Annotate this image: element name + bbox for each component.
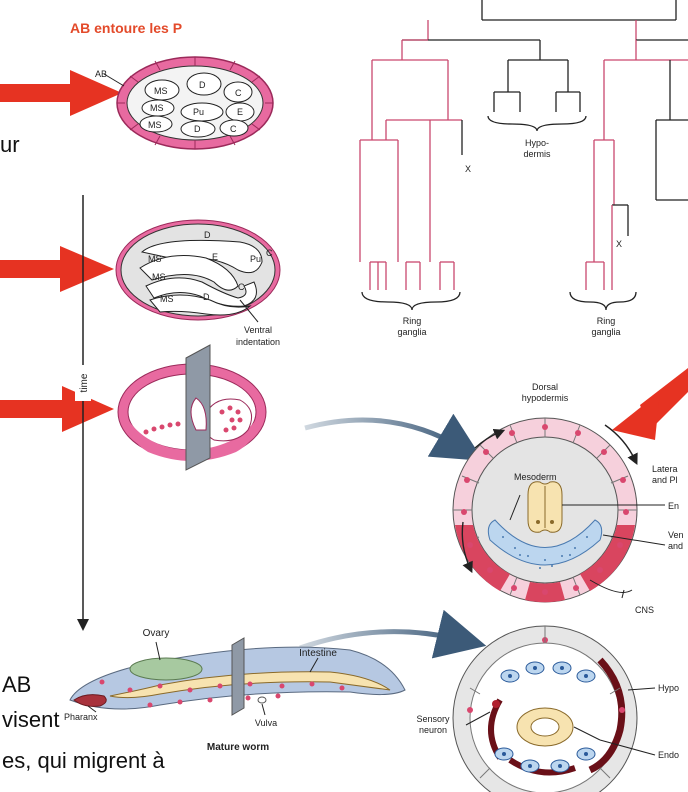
hypo-label: Hypo bbox=[658, 683, 679, 693]
lineage-tree bbox=[359, 0, 688, 311]
endo-label: Endo bbox=[658, 750, 679, 760]
embryo2-e: E bbox=[212, 252, 218, 262]
embryo-2 bbox=[115, 219, 281, 323]
embryo2-d-2: D bbox=[203, 292, 210, 302]
intestine-label: Intestine bbox=[299, 648, 337, 659]
mature-worm bbox=[69, 637, 406, 716]
embryo1-ms-2: MS bbox=[150, 103, 164, 113]
time-label: time bbox=[79, 373, 90, 392]
left-text-1: ur bbox=[0, 132, 20, 157]
embryo1-pu: Pu bbox=[193, 107, 204, 117]
red-arrow-4 bbox=[612, 368, 688, 440]
vulva-label: Vulva bbox=[255, 718, 277, 728]
left-text-4: es, qui migrent à bbox=[2, 748, 165, 773]
embryo2-pu: Pu bbox=[250, 254, 261, 264]
ventral-indentation-line2: indentation bbox=[236, 337, 280, 347]
left-text-3: visent bbox=[2, 707, 59, 732]
lateral-label-l2: and Pl bbox=[652, 475, 678, 485]
section-arrow-1 bbox=[304, 413, 484, 461]
ventral-indentation-line1: Ventral bbox=[244, 325, 272, 335]
ring-ganglia-2-l1: Ring bbox=[597, 316, 616, 326]
sensory-neuron-l1: Sensory bbox=[416, 714, 450, 724]
title: AB entoure les P bbox=[70, 20, 182, 36]
lineage-x-2: X bbox=[616, 239, 622, 249]
ven-label-l1: Ven bbox=[668, 530, 684, 540]
lineage-x-1: X bbox=[465, 164, 471, 174]
red-arrow-3 bbox=[0, 386, 114, 432]
pharanx-label: Pharanx bbox=[64, 712, 98, 722]
mature-worm-caption: Mature worm bbox=[207, 742, 269, 753]
embryo-1 bbox=[103, 56, 274, 150]
ring-ganglia-1-l2: ganglia bbox=[397, 327, 426, 337]
embryo1-d-1: D bbox=[199, 80, 206, 90]
hypodermis-label-1: Hypo- bbox=[525, 138, 549, 148]
embryo1-c-1: C bbox=[235, 88, 242, 98]
embryo2-ms-3: MS bbox=[160, 294, 174, 304]
red-arrow-2 bbox=[0, 246, 114, 292]
embryo2-d-1: D bbox=[204, 230, 211, 240]
embryo2-c-1: C bbox=[266, 248, 273, 258]
embryo1-e: E bbox=[237, 107, 243, 117]
embryo1-ms-3: MS bbox=[148, 120, 162, 130]
embryo1-ms-1: MS bbox=[154, 86, 168, 96]
mesoderm-label: Mesoderm bbox=[514, 472, 557, 482]
cns-label: CNS bbox=[635, 605, 654, 615]
en-label: En bbox=[668, 501, 679, 511]
embryo1-ab: AB bbox=[95, 69, 107, 79]
red-arrow-1 bbox=[0, 70, 122, 116]
cross-section-1 bbox=[452, 417, 666, 603]
embryo1-c-2: C bbox=[230, 124, 237, 134]
hypodermis-label-2: dermis bbox=[523, 149, 551, 159]
embryo2-c-2: C bbox=[238, 282, 245, 292]
embryo2-ms-1: MS bbox=[148, 254, 162, 264]
embryo2-ms-2: MS bbox=[152, 272, 166, 282]
ring-ganglia-2-l2: ganglia bbox=[591, 327, 620, 337]
embryo-3 bbox=[117, 344, 267, 471]
sensory-neuron-l2: neuron bbox=[419, 725, 447, 735]
ovary-label: Ovary bbox=[143, 628, 170, 639]
dorsal-hypodermis-l2: hypodermis bbox=[522, 393, 569, 403]
dorsal-hypodermis-l1: Dorsal bbox=[532, 382, 558, 392]
ven-label-l2: and bbox=[668, 541, 683, 551]
cross-section-2 bbox=[452, 625, 656, 792]
lateral-label-l1: Latera bbox=[652, 464, 678, 474]
section-arrow-2 bbox=[299, 609, 487, 659]
left-text-2: AB bbox=[2, 672, 31, 697]
embryo1-d-2: D bbox=[194, 124, 201, 134]
ring-ganglia-1-l1: Ring bbox=[403, 316, 422, 326]
